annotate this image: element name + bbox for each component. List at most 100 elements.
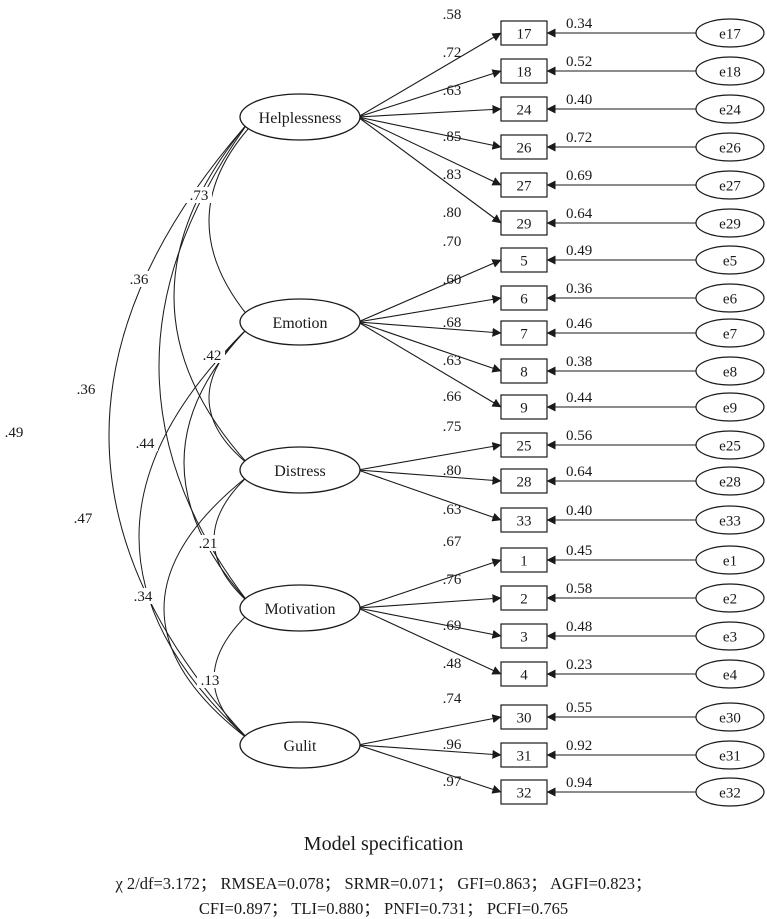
item-box-3 [500,623,548,649]
r-squared-label-item-17: 0.34 [566,16,593,32]
loading-label-item-18: .72 [443,45,462,61]
loading-arrow-distress-item-33 [357,469,502,522]
error-ellipse-e33 [695,505,765,535]
error-ellipse-e28 [695,466,765,496]
error-label-e32: e32 [719,786,741,802]
r-squared-label-item-31: 0.92 [566,738,592,754]
loading-arrow-helplessness-item-26 [357,116,502,150]
correlation-label-bg-helplessness-gulit [1,424,27,440]
loading-label-item-3: .69 [443,618,462,634]
r-squared-label-item-9: 0.44 [566,390,593,406]
error-label-e6: e6 [723,292,738,308]
error-ellipse-e26 [695,132,765,162]
loading-label-item-9: .66 [443,389,462,405]
loading-arrow-emotion-item-6 [357,294,502,323]
loading-arrow-gulit-item-32 [357,744,502,794]
loading-label-item-27: .83 [443,167,462,183]
error-ellipse-e7 [695,318,765,348]
r-squared-label-item-33: 0.40 [566,503,592,519]
item-label-3: 3 [520,630,528,646]
error-label-e31: e31 [719,749,741,765]
item-box-26 [500,134,548,160]
item-box-24 [500,96,548,122]
r-squared-label-item-7: 0.46 [566,316,593,332]
factor-label-helplessness: Helplessness [259,110,342,127]
factor-ellipse-distress [239,446,361,494]
correlation-label-helplessness-gulit: .49 [5,425,24,441]
item-box-30 [500,704,548,730]
item-label-31: 31 [517,749,532,765]
r-squared-label-item-25: 0.56 [566,428,593,444]
correlation-layer [108,122,249,740]
factor-label-gulit: Gulit [284,738,317,755]
correlation-label-helplessness-motivation: .36 [77,382,96,398]
correlation-label-emotion-distress: .42 [203,348,222,364]
item-box-28 [500,468,548,494]
item-label-25: 25 [517,439,532,455]
item-box-29 [500,210,548,236]
loading-arrow-gulit-item-30 [357,714,502,746]
loading-label-item-2: .76 [443,572,462,588]
loading-arrow-emotion-item-8 [357,321,502,373]
loading-label-item-6: .60 [443,272,462,288]
error-ellipse-e30 [695,702,765,732]
error-ellipse-e24 [695,94,765,124]
error-ellipse-e2 [695,583,765,613]
correlation-label-motivation-gulit: .13 [201,673,220,689]
error-ellipse-e6 [695,283,765,313]
error-ellipse-e1 [695,545,765,575]
factor-ellipse-motivation [239,584,361,632]
factor-label-emotion: Emotion [272,315,327,332]
factor-ellipse-helplessness [239,93,361,141]
item-box-25 [500,432,548,458]
loading-arrow-helplessness-item-18 [357,69,502,118]
item-label-7: 7 [520,327,528,343]
loading-arrow-helplessness-item-27 [357,116,502,186]
error-ellipse-e9 [695,392,765,422]
loading-arrow-motivation-item-2 [357,594,502,609]
item-box-18 [500,58,548,84]
error-label-e18: e18 [719,65,741,81]
error-label-e24: e24 [719,103,741,119]
error-label-e1: e1 [723,554,737,570]
loading-label-item-30: .74 [443,691,462,707]
correlation-label-bg-emotion-motivation [132,435,158,451]
item-label-29: 29 [517,217,532,233]
correlation-arc-emotion-gulit [138,327,249,740]
r-squared-label-item-18: 0.52 [566,54,592,70]
item-box-31 [500,742,548,768]
r-squared-label-item-26: 0.72 [566,130,592,146]
error-ellipse-e32 [695,777,765,807]
error-label-e27: e27 [719,179,741,195]
loading-path-layer [357,28,696,797]
error-ellipse-e5 [695,245,765,275]
factor-ellipse-emotion [239,298,361,346]
error-label-e17: e17 [719,27,741,43]
fit-statistics-line-1: χ 2/df=3.172； RMSEA=0.078； SRMR=0.071； G… [115,874,652,893]
loading-arrow-distress-item-28 [357,469,502,485]
item-box-5 [500,247,548,273]
error-label-e30: e30 [719,711,741,727]
correlation-arc-helplessness-gulit [108,122,249,740]
node-layer: .58170.34e17.72180.52e18.63240.40e24.852… [239,7,765,807]
correlation-label-distress-motivation: .21 [199,536,218,552]
error-label-e7: e7 [723,327,738,343]
r-squared-label-item-28: 0.64 [566,464,593,480]
item-box-27 [500,172,548,198]
item-box-1 [500,547,548,573]
loading-label-item-17: .58 [443,7,462,23]
r-squared-label-item-30: 0.55 [566,700,592,716]
error-label-e25: e25 [719,439,741,455]
error-ellipse-e29 [695,208,765,238]
error-ellipse-e3 [695,621,765,651]
error-ellipse-e4 [695,659,765,689]
error-ellipse-e31 [695,740,765,770]
loading-label-item-28: .80 [443,463,462,479]
item-box-2 [500,585,548,611]
loading-label-item-31: .96 [443,737,462,753]
item-box-8 [500,358,548,384]
correlation-label-bg-helplessness-motivation [73,381,99,397]
item-box-17 [500,20,548,46]
error-label-e2: e2 [723,592,737,608]
item-label-1: 1 [520,554,528,570]
